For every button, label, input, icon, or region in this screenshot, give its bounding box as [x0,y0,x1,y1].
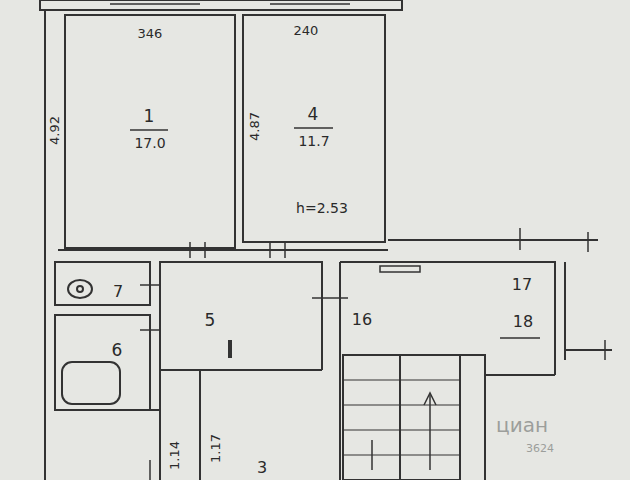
room-label: 16 [352,312,372,328]
room-label: 17.0 [134,136,165,150]
room-label: 4.87 [247,112,260,141]
room-label: h=2.53 [296,201,348,215]
room-label: 240 [294,24,319,37]
watermark: циан [496,415,548,435]
room-label: 7 [113,284,123,300]
room-label: 3 [257,460,267,476]
room-label: 1.14 [167,441,180,470]
room-label: 17 [512,277,532,293]
room-label: 346 [138,27,163,40]
room-label: 4.92 [47,116,60,145]
room-label: 4 [308,106,319,123]
room-label: 11.7 [298,134,329,148]
room-label: 6 [112,342,123,359]
room-label: 18 [513,314,533,330]
room-label: 1.17 [208,434,221,463]
room-label: 1 [144,108,155,125]
watermark: 3624 [526,443,554,454]
room-label: 5 [205,312,216,329]
